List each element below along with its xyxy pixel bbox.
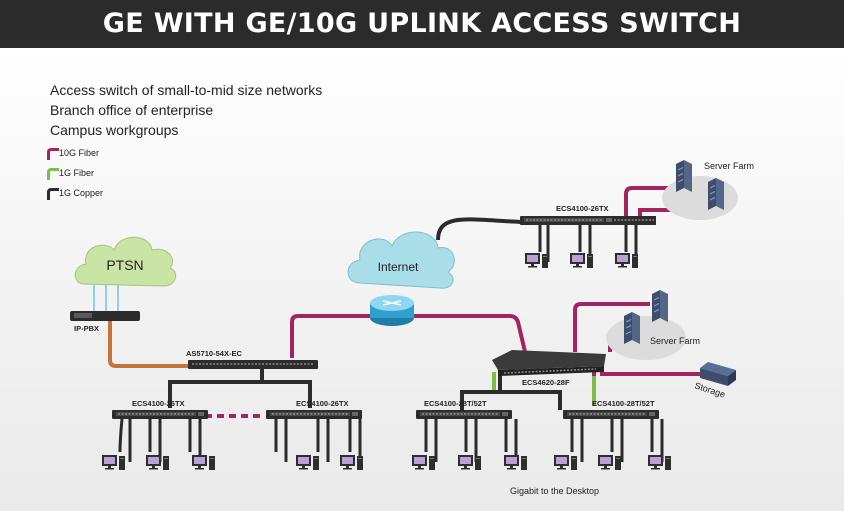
desktop-copper-drops	[118, 418, 664, 462]
desktop-pc-icon	[340, 455, 363, 470]
footer-note: Gigabit to the Desktop	[510, 486, 599, 496]
ptsn-cloud: PTSN	[74, 236, 177, 287]
desktop-pc-icon	[554, 455, 577, 470]
desktop-pc-icon	[615, 253, 638, 268]
router-icon	[370, 295, 414, 326]
server-rack-icon	[707, 177, 725, 211]
server-farm-top-label: Server Farm	[704, 161, 754, 171]
top-access-switch-label: ECS4100-26TX	[556, 204, 609, 213]
application-item: Access switch of small-to-mid size netwo…	[50, 82, 323, 98]
desktop-pc-icon	[570, 253, 593, 268]
desktop-pc-icon	[458, 455, 481, 470]
ip-pbx-device: IP-PBX	[70, 311, 140, 333]
desktop-pc-icon	[598, 455, 621, 470]
pbx-uplink-line	[108, 321, 190, 368]
1g-fiber-links	[492, 372, 596, 406]
desktop-pc-icon	[296, 455, 319, 470]
internet-cloud: Internet	[347, 231, 455, 289]
server-farm-mid-label: Server Farm	[650, 336, 700, 346]
applications-list: Access switch of small-to-mid size netwo…	[50, 80, 322, 140]
legend-swatch	[47, 148, 59, 160]
application-item: Campus workgroups	[50, 122, 179, 138]
desktop-pc-icon	[412, 455, 435, 470]
1g-copper-links	[168, 366, 562, 410]
server-rack-icon	[675, 159, 693, 193]
internet-to-top-switch-line	[436, 217, 523, 241]
legend-swatch	[47, 188, 59, 200]
ip-pbx-label: IP-PBX	[74, 324, 99, 333]
access-switch-right-1: ECS4100-28T/52T	[415, 399, 513, 420]
server-farm-top: Server Farm	[662, 159, 754, 220]
storage-device: Storage	[693, 362, 736, 400]
server-rack-icon	[651, 289, 669, 323]
core-switch-label: AS5710-54X-EC	[186, 349, 242, 358]
ptsn-label: PTSN	[106, 257, 143, 273]
access-switch-right-2: ECS4100-28T/52T	[562, 399, 660, 420]
legend-label: 1G Fiber	[59, 168, 95, 178]
server-farm-mid: Server Farm	[606, 289, 700, 360]
desktop-pc-icon	[525, 253, 548, 268]
desktop-pc-icon	[146, 455, 169, 470]
access-switch-left-2-label: ECS4100-26TX	[296, 399, 349, 408]
core-switch: AS5710-54X-EC	[186, 349, 318, 369]
title-bar	[0, 0, 844, 48]
legend-label: 1G Copper	[59, 188, 104, 198]
aggregation-switch-label: ECS4620-28F	[522, 378, 570, 387]
aggregation-switch: ECS4620-28F	[492, 350, 606, 387]
access-switch-right-1-label: ECS4100-28T/52T	[424, 399, 487, 408]
application-item: Branch office of enterprise	[50, 102, 214, 118]
internet-label: Internet	[378, 260, 419, 274]
legend-swatch	[47, 168, 59, 180]
access-switch-left-2: ECS4100-26TX	[265, 399, 363, 420]
access-switch-left-1: ECS4100-26TX	[111, 399, 209, 420]
desktop-pc-icon	[192, 455, 215, 470]
top-access-switch: ECS4100-26TX	[519, 204, 656, 226]
desktop-pc-icon	[648, 455, 671, 470]
access-switch-left-1-label: ECS4100-26TX	[132, 399, 185, 408]
desktops	[102, 455, 671, 470]
legend-label: 10G Fiber	[59, 148, 100, 158]
ptsn-links	[93, 284, 119, 312]
desktop-pc-icon	[102, 455, 125, 470]
access-switch-right-2-label: ECS4100-28T/52T	[592, 399, 655, 408]
server-rack-icon	[623, 311, 641, 345]
desktop-pc-icon	[504, 455, 527, 470]
